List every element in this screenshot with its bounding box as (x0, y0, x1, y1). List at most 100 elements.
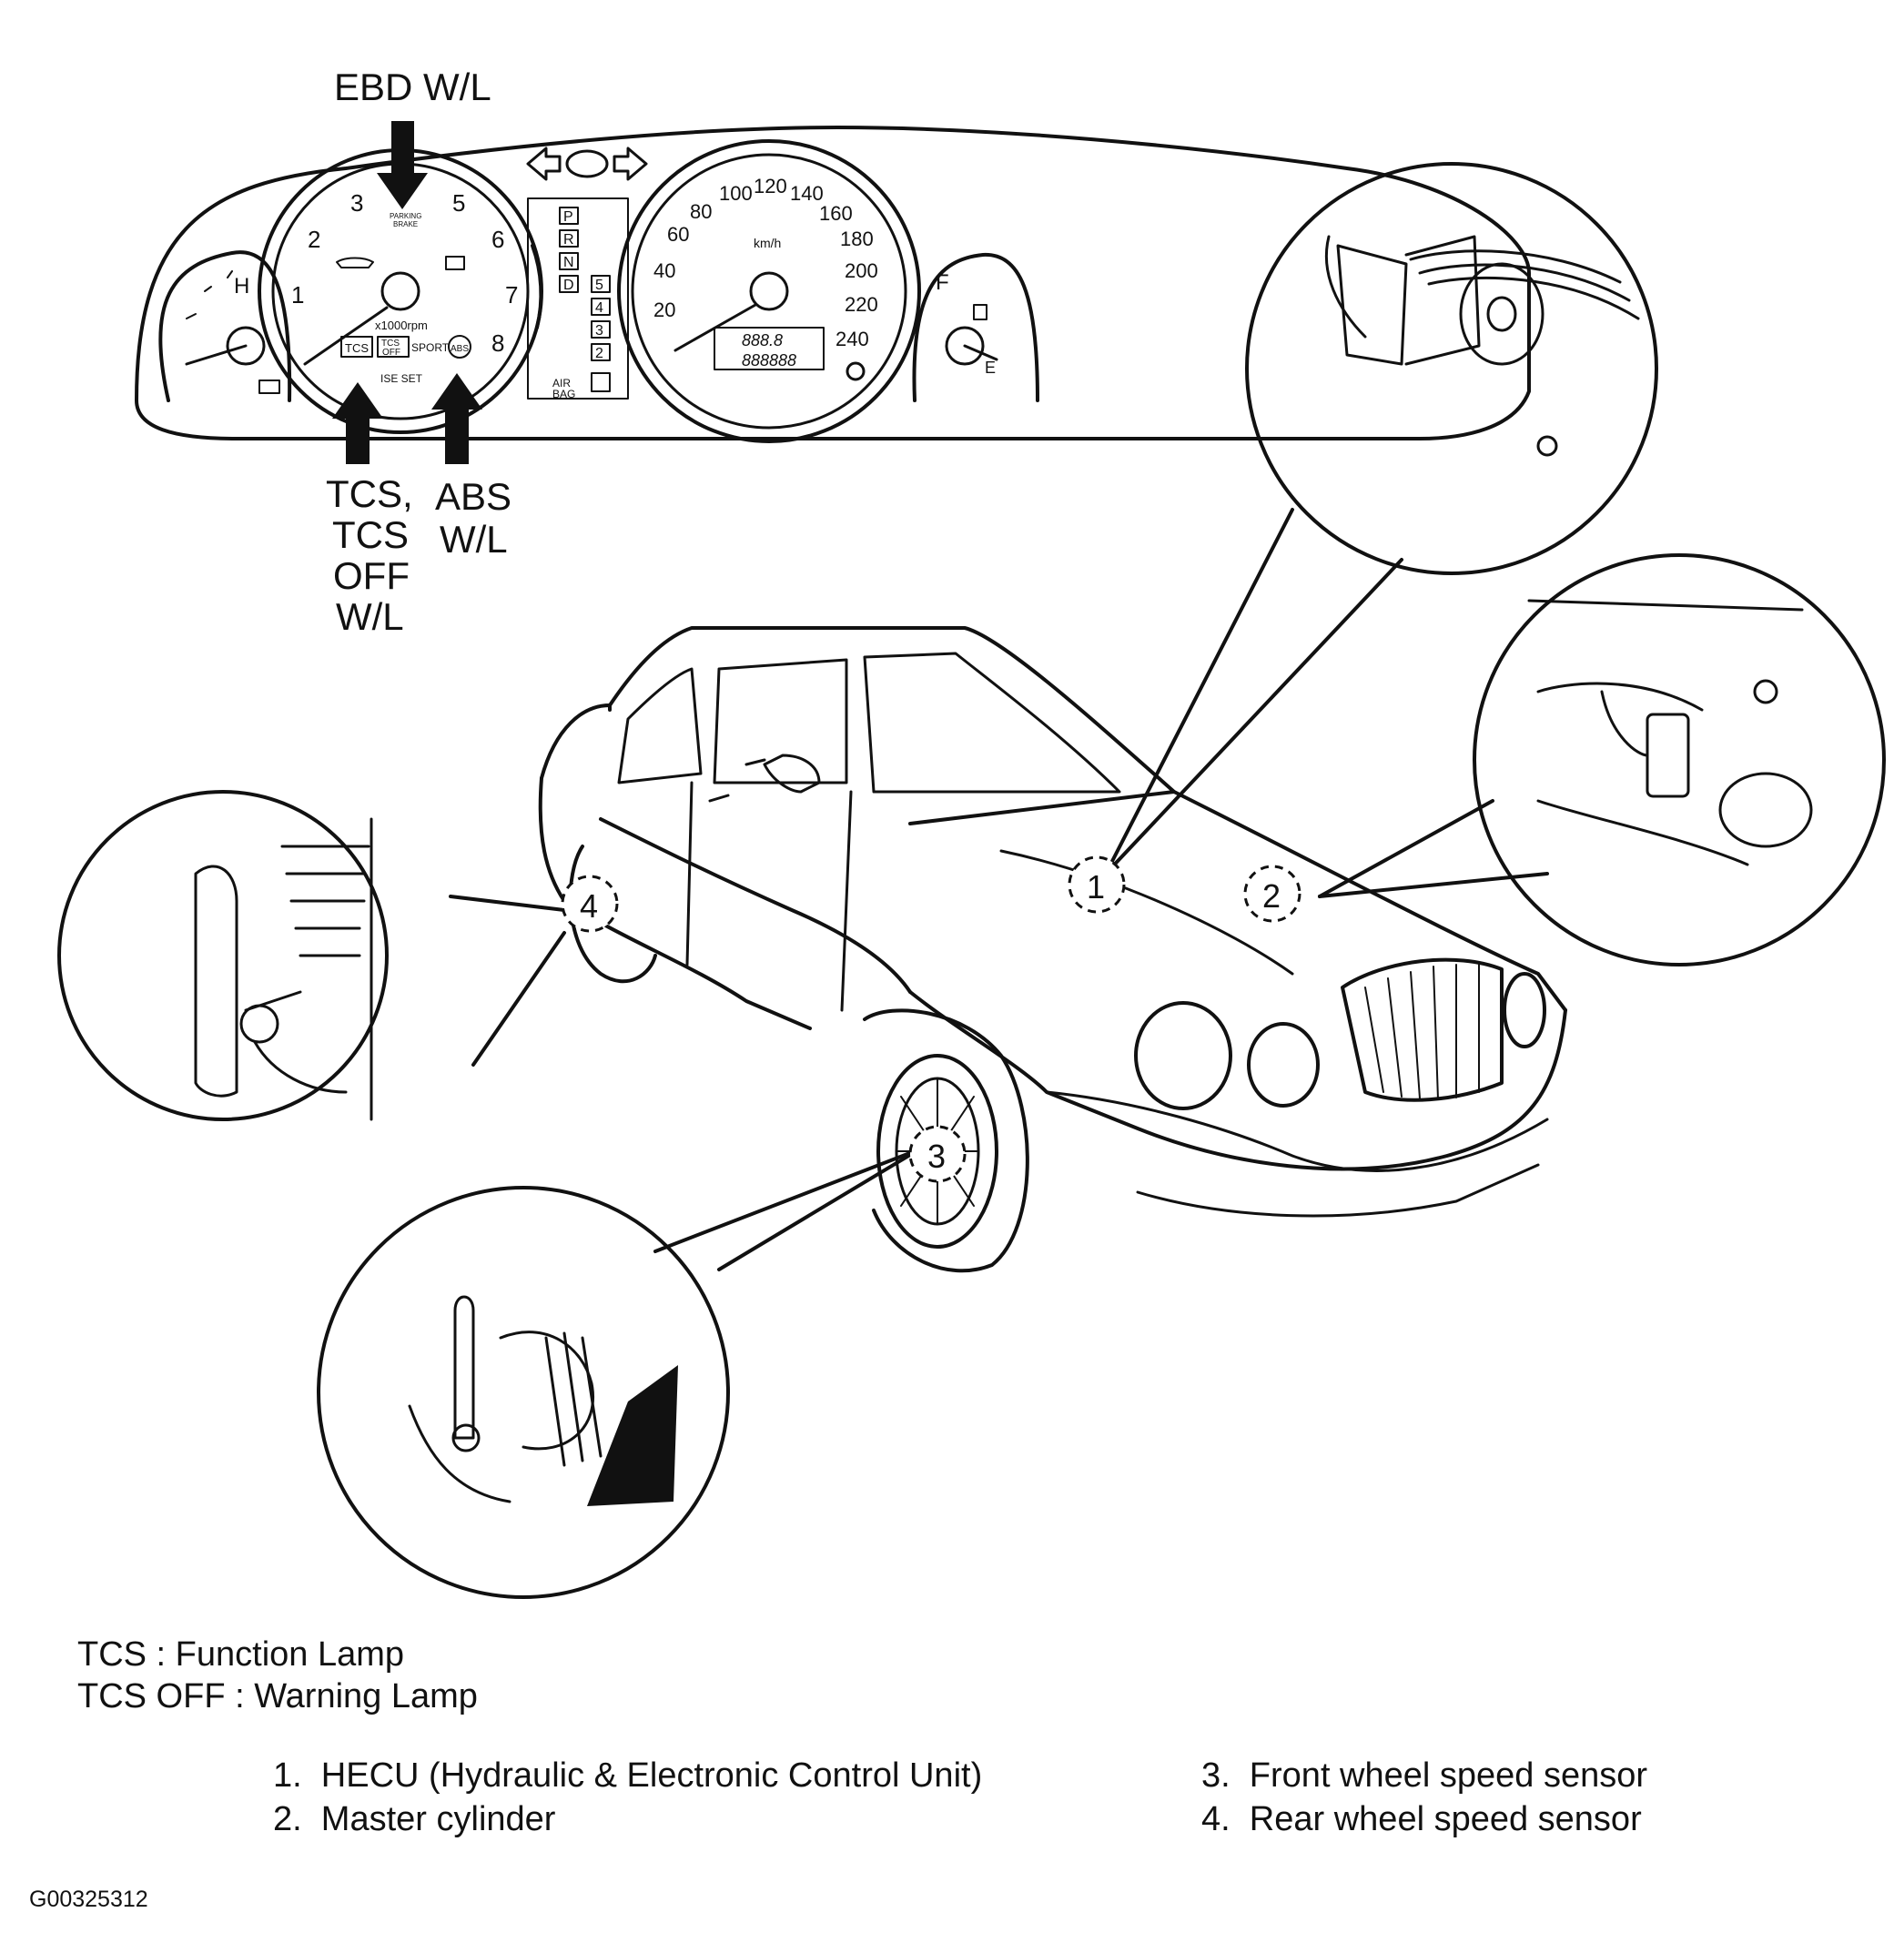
detail-front-wheel-sensor (317, 1148, 921, 1599)
abs-arrow (431, 373, 482, 464)
tcs-off-lamp-off: OFF (382, 348, 400, 358)
rear-wheel (568, 845, 657, 984)
tach-warning-lamps: TCS TCS OFF SPORT ABS ISE SET (340, 335, 471, 385)
temp-hot-label: H (234, 274, 249, 299)
callout-4-number: 4 (580, 887, 598, 925)
speed-unit-label: km/h (754, 236, 781, 250)
speed-80: 80 (690, 200, 712, 223)
gear-3: 3 (595, 323, 603, 339)
callout-1: 1 (1068, 855, 1126, 914)
speedometer: 20 40 60 80 100 120 140 160 180 200 220 … (617, 139, 921, 443)
fuel-full-label: F (936, 270, 949, 295)
speed-20: 20 (653, 299, 675, 321)
gear-r: R (563, 232, 574, 248)
airbag-lamp-1: AIR (552, 377, 571, 390)
callout-1-number: 1 (1087, 868, 1105, 906)
tcs-warning-label-line1: TCS, (326, 472, 413, 515)
side-mirror (763, 754, 821, 794)
grille-bars (1364, 964, 1480, 1100)
front-grille (1341, 957, 1504, 1102)
ebd-arrow (377, 121, 428, 209)
callout-2-number: 2 (1262, 877, 1281, 915)
odometer-total: 888888 (742, 351, 796, 369)
tcs-off-lamp: TCS (381, 339, 400, 349)
instrument-cluster: H 1 2 3 5 6 7 8 x1000rpm TCS TCS OFF (135, 126, 1531, 443)
door-handles (708, 758, 766, 803)
speed-40: 40 (653, 259, 675, 282)
detail-hecu (1104, 162, 1658, 875)
detail-rear-wheel-sensor (57, 790, 566, 1121)
gear-n: N (563, 255, 574, 270)
parking-brake-text-1: PARKING (390, 212, 421, 220)
front-bumper (1045, 1090, 1549, 1172)
cluster-housing (135, 126, 1531, 440)
tach-num-3: 3 (350, 189, 363, 217)
fuel-pump-icon (973, 304, 987, 320)
gear-2: 2 (595, 346, 603, 361)
temp-gauge: H (158, 250, 292, 402)
odometer-display (714, 327, 825, 370)
tcs-arrow (332, 382, 383, 464)
figure-reference-id: G00325312 (29, 1887, 148, 1912)
fuel-gauge: F E (912, 252, 1039, 402)
legend-tcs-off-warning: TCS OFF : Warning Lamp (77, 1677, 478, 1715)
front-windshield (863, 652, 1121, 794)
parking-brake-lamp: PARKING BRAKE (390, 212, 421, 228)
tach-num-7: 7 (505, 281, 518, 309)
abs-warning-label-line1: ABS (435, 475, 512, 518)
legend-tcs-function: TCS : Function Lamp (77, 1635, 405, 1674)
callout-2: 2 (1243, 865, 1301, 923)
door-seam-1 (685, 781, 694, 966)
legend-part-1: 1. HECU (Hydraulic & Electronic Control … (273, 1756, 983, 1795)
callout-3-number: 3 (927, 1138, 946, 1175)
car-illustration (538, 626, 1567, 1273)
door-lamp (591, 372, 611, 392)
tach-unit-label: x1000rpm (375, 319, 428, 332)
turn-signal-icons (526, 147, 648, 181)
speed-160: 160 (819, 202, 853, 225)
battery-icon (445, 256, 465, 270)
abs-warning-label-line2: W/L (440, 518, 508, 561)
legend-part-2: 2. Master cylinder (273, 1800, 556, 1838)
door-seam-2 (840, 790, 853, 1012)
tcs-warning-label-line4: W/L (336, 595, 404, 638)
parking-brake-text-2: BRAKE (393, 220, 418, 228)
front-splitter (1136, 1163, 1540, 1218)
speed-180: 180 (840, 228, 874, 250)
left-turn-icon (526, 147, 562, 181)
speed-220: 220 (845, 293, 878, 316)
airbag-lamp-2: BAG (552, 388, 575, 400)
tach-num-8: 8 (491, 329, 504, 357)
detail-master-cylinder (1318, 553, 1886, 966)
callout-4: 4 (561, 875, 619, 933)
headlamp-outer (1134, 1001, 1232, 1110)
hood-crease (999, 849, 1294, 976)
tcs-lamp: TCS (345, 341, 369, 355)
rear-quarter-window (617, 667, 703, 784)
gear-p: P (563, 209, 573, 225)
tcs-warning-label-line3: OFF (333, 554, 410, 597)
fuel-empty-label: E (985, 359, 996, 377)
front-wheel (876, 1054, 998, 1249)
high-beam-icon (565, 149, 609, 178)
tach-num-6: 6 (491, 226, 504, 253)
headlamp-right (1503, 972, 1546, 1048)
tach-num-1: 1 (291, 281, 304, 309)
rear-door-window (713, 658, 848, 784)
ebd-warning-label: EBD W/L (334, 66, 491, 108)
tach-num-2: 2 (308, 226, 320, 253)
speed-60: 60 (667, 223, 689, 246)
sport-lamp: SPORT (411, 341, 450, 354)
legend-part-4: 4. Rear wheel speed sensor (1201, 1800, 1642, 1838)
speed-120: 120 (754, 175, 787, 197)
gear-5: 5 (595, 278, 603, 293)
tcs-warning-label-line2: TCS (332, 513, 409, 556)
headlamp-inner (1247, 1022, 1320, 1108)
cruise-set-label: ISE SET (380, 372, 423, 385)
speed-140: 140 (790, 182, 824, 205)
gear-4: 4 (595, 300, 603, 316)
gear-indicator: P R N D 5 4 3 2 AIR BAG (527, 197, 629, 400)
speed-100: 100 (719, 182, 753, 205)
right-turn-icon (613, 147, 648, 181)
